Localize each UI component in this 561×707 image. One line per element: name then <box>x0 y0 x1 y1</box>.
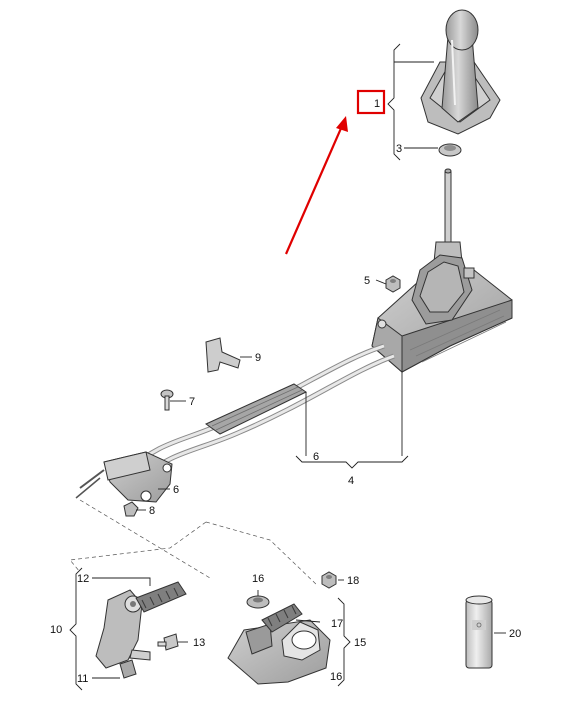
shift-mechanism-housing <box>371 254 513 374</box>
label-1: 1 <box>374 98 380 110</box>
clip-part-8 <box>123 501 139 517</box>
label-10: 10 <box>50 624 62 636</box>
shift-lever-rod <box>433 168 463 263</box>
label-3: 3 <box>396 143 402 155</box>
label-7: 7 <box>189 396 195 408</box>
highlight-box <box>356 89 386 115</box>
grease-tube-part-20 <box>465 595 493 669</box>
label-5: 5 <box>364 275 370 287</box>
gear-knob-with-boot <box>420 9 501 135</box>
nut-part-5 <box>385 275 401 293</box>
label-11: 11 <box>77 673 88 685</box>
label-13: 13 <box>193 637 205 649</box>
label-18: 18 <box>347 575 359 587</box>
transmission-bracket-part-6 <box>75 451 173 503</box>
label-4: 4 <box>348 475 354 487</box>
clip-part-3 <box>438 143 462 157</box>
label-16-bottom: 16 <box>330 671 342 683</box>
label-9: 9 <box>255 352 261 364</box>
nut-part-18 <box>321 571 337 589</box>
bracket-part-9 <box>205 337 241 373</box>
bolt-part-13 <box>157 633 179 651</box>
label-17: 17 <box>331 618 343 630</box>
label-6-bracket: 6 <box>173 484 179 496</box>
bolt-part-7 <box>160 389 174 411</box>
selector-lever-assembly <box>95 581 187 669</box>
lever-bracket-assembly-15 <box>227 603 331 685</box>
label-6-cables: 6 <box>313 451 319 463</box>
bush-part-16 <box>246 595 270 609</box>
label-16-top: 16 <box>252 573 264 585</box>
label-12: 12 <box>77 573 89 585</box>
label-20: 20 <box>509 628 521 640</box>
block-part-11 <box>119 659 137 679</box>
label-8: 8 <box>149 505 155 517</box>
shift-cables <box>128 343 395 480</box>
label-15: 15 <box>354 637 366 649</box>
leader-lines <box>69 43 506 691</box>
highlight-arrow <box>284 116 348 255</box>
